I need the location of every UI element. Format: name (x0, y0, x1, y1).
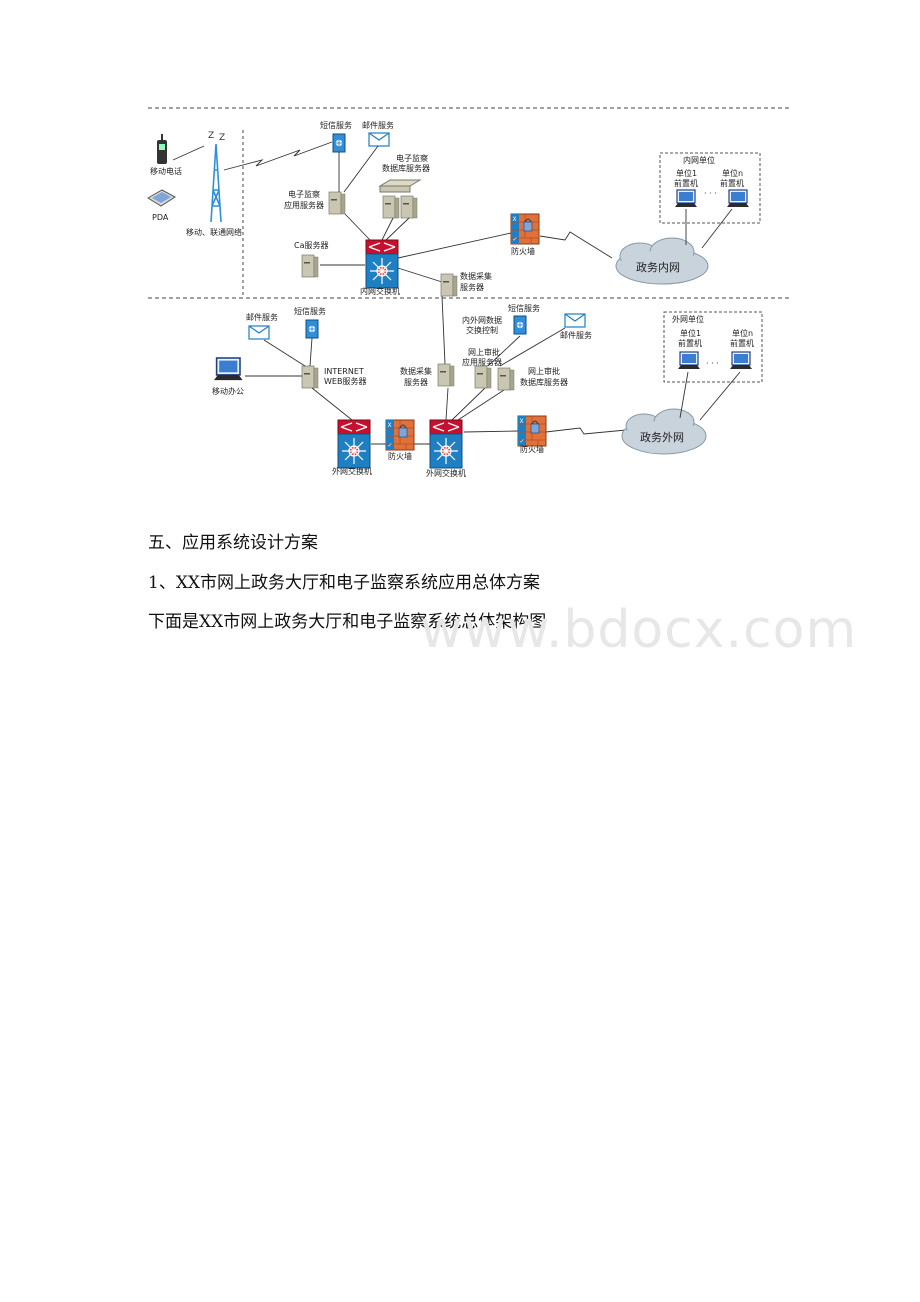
pda-label: PDA (152, 213, 169, 222)
web-server-label-2: WEB服务器 (324, 376, 366, 386)
approval-db-label-1: 网上审批 (528, 366, 560, 376)
intranet-units-ellipsis: · · · (704, 189, 717, 198)
extranet-unit1-label-2: 前置机 (678, 338, 702, 348)
ext-collect-server-icon (437, 363, 455, 387)
extranet-unit-links (679, 371, 741, 421)
intranet-unit1-laptop-icon (674, 189, 698, 208)
extranet-unitn-laptop-icon (729, 351, 753, 370)
gov-extranet-cloud-label: 政务外网 (640, 430, 684, 444)
ext-firewall-mid-icon (385, 419, 415, 451)
supervision-app-label-2: 应用服务器 (284, 200, 324, 210)
approval-db-server-icon (497, 367, 515, 391)
approval-db-label-2: 数据库服务器 (520, 377, 568, 387)
intranet-firewall-icon (510, 213, 540, 245)
intranet-firewall-label: 防火墙 (511, 246, 535, 256)
supervision-app-label-1: 电子监察 (288, 189, 320, 199)
ext-firewall-mid-label: 防火墙 (388, 451, 412, 461)
intranet-collect-label-1: 数据采集 (460, 271, 492, 281)
approval-app-label-2: 应用服务器 (462, 357, 502, 367)
cell-tower-icon: Z Z (172, 131, 225, 223)
ext-firewall-right-label: 防火墙 (520, 444, 544, 454)
ext-sms2-icon (513, 315, 527, 335)
wireless-link (223, 141, 333, 171)
intranet-unit1-label-1: 单位1 (676, 168, 697, 178)
supervision-db-server-icon-2 (400, 195, 418, 219)
ext-switch-right-icon (429, 419, 463, 469)
ext-sms-label: 短信服务 (294, 306, 326, 316)
intro-paragraph: 下面是XX市网上政务大厅和电子监察系统总体架构图 (148, 612, 547, 632)
supervision-app-server-icon (328, 191, 346, 215)
intranet-unitn-laptop-icon (726, 189, 750, 208)
network-architecture-diagram: X ✓ 移动电话 PDA Z Z (147, 107, 790, 478)
section-heading: 五、应用系统设计方案 (148, 533, 318, 553)
ext-switch-left-icon (337, 419, 371, 469)
supervision-db-rack-icon (378, 179, 422, 193)
ext-sms-icon (305, 319, 319, 339)
approval-app-server-icon (474, 365, 492, 389)
intranet-unitn-label-2: 前置机 (720, 178, 744, 188)
sms-service-label: 短信服务 (320, 120, 352, 130)
supervision-db-label-1: 电子监察 (396, 153, 428, 163)
svg-text:Z: Z (219, 133, 225, 143)
intranet-unit1-label-2: 前置机 (674, 178, 698, 188)
mobile-network-label: 移动、联通网络 (186, 227, 242, 237)
ext-switch-right-label: 外网交换机 (426, 468, 466, 478)
extranet-unit1-label-1: 单位1 (680, 328, 701, 338)
intranet-unitn-label-1: 单位n (722, 168, 743, 178)
svg-text:Z: Z (208, 131, 214, 141)
ext-switch-left-label: 外网交换机 (332, 466, 372, 476)
ext-mail-icon (248, 325, 270, 340)
supervision-db-server-icon (382, 195, 400, 219)
extranet-units-ellipsis: · · · (706, 359, 719, 368)
ext-sms2-label: 短信服务 (508, 303, 540, 313)
watermark: www.bdocx.com (420, 600, 858, 660)
ca-server-icon (301, 254, 319, 278)
ext-collect-label-1: 数据采集 (400, 366, 432, 376)
ext-mail-label: 邮件服务 (246, 312, 278, 322)
approval-app-label-1: 网上审批 (468, 347, 500, 357)
intranet-collect-server-icon (440, 273, 458, 297)
mail-service-icon (368, 132, 390, 147)
mobile-office-label: 移动办公 (212, 386, 244, 396)
gov-extranet-cloud-icon (621, 408, 707, 455)
web-server-icon (301, 365, 319, 389)
extranet-unit1-laptop-icon (677, 351, 701, 370)
supervision-db-label-2: 数据库服务器 (382, 163, 430, 173)
ca-server-label: Ca服务器 (294, 240, 329, 250)
ext-firewall-right-icon (517, 415, 547, 447)
sms-service-icon (332, 133, 346, 153)
exchange-control-label-2: 交换控制 (466, 325, 498, 335)
mobile-phone-label: 移动电话 (150, 166, 182, 176)
intranet-switch-icon (365, 239, 399, 289)
pda-icon (147, 189, 176, 207)
extranet-unitn-label-2: 前置机 (730, 338, 754, 348)
extranet-units-box (663, 311, 763, 383)
intranet-switch-label: 内网交换机 (360, 286, 400, 296)
intranet-units-title: 内网单位 (683, 155, 715, 165)
extranet-units-title: 外网单位 (672, 314, 704, 324)
intranet-units-box (659, 152, 761, 224)
subsection-heading: 1、XX市网上政务大厅和电子监察系统应用总体方案 (148, 573, 541, 593)
extranet-links (245, 295, 627, 445)
exchange-control-label-1: 内外网数据 (462, 315, 502, 325)
gov-intranet-cloud-icon (615, 237, 709, 285)
mobile-office-laptop-icon (213, 357, 244, 381)
intranet-unit-links (685, 208, 733, 249)
ext-collect-label-2: 服务器 (404, 377, 428, 387)
mail-service-label: 邮件服务 (362, 120, 394, 130)
ext-mail2-label: 邮件服务 (560, 330, 592, 340)
intranet-collect-label-2: 服务器 (460, 282, 484, 292)
gov-intranet-cloud-label: 政务内网 (636, 260, 680, 274)
web-server-label-1: INTERNET (324, 367, 364, 376)
mobile-phone-icon (157, 134, 167, 164)
ext-mail2-icon (564, 313, 586, 328)
intranet-links (320, 145, 613, 283)
extranet-unitn-label-1: 单位n (732, 328, 753, 338)
